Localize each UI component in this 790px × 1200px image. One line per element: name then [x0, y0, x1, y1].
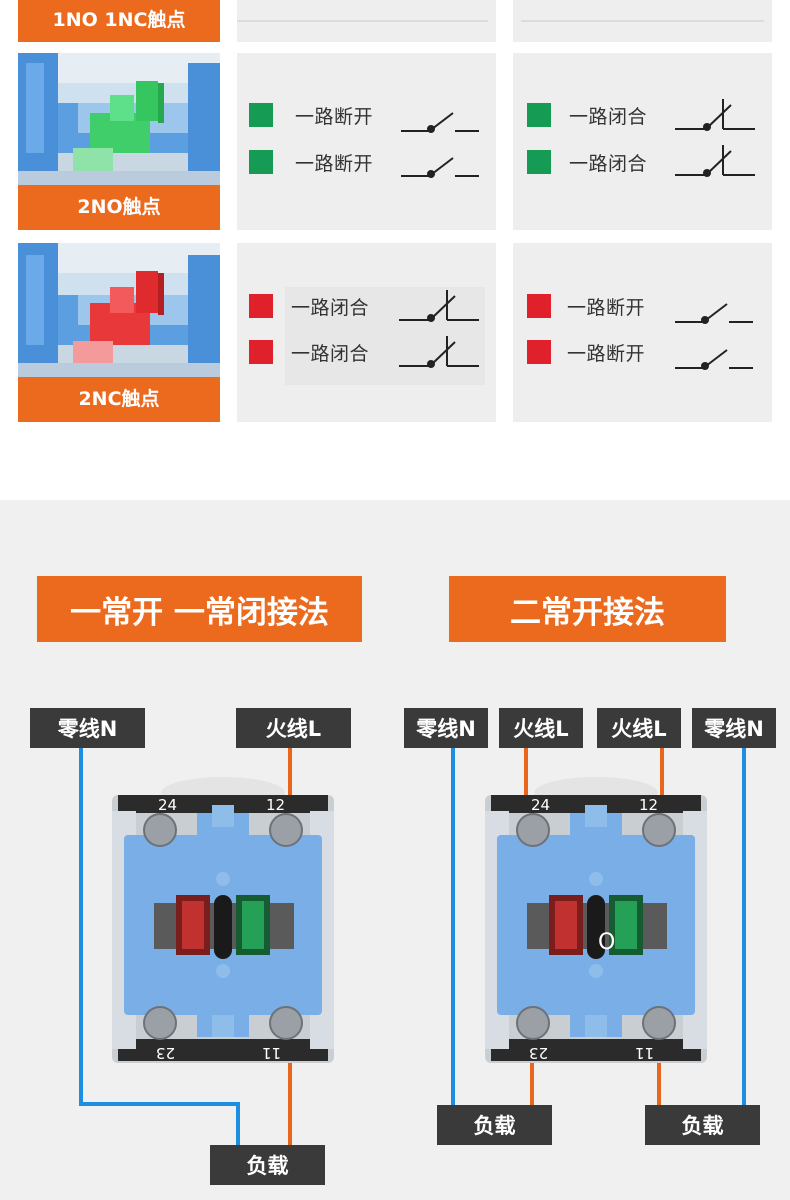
- contact-line: 一路断开: [249, 103, 374, 128]
- neutral-label-left: 零线N: [404, 708, 488, 748]
- no-contact-symbol: [401, 112, 479, 133]
- terminal-label: 24: [158, 796, 178, 814]
- nc-contact-symbol: [675, 145, 755, 177]
- row2-right-panel: 一路闭合 一路闭合: [513, 53, 772, 230]
- contact-state-text: 一路闭合: [569, 152, 648, 175]
- terminal-label: 11: [262, 1044, 282, 1062]
- switch-photo-2no: [18, 53, 220, 185]
- terminal-label: 12: [266, 796, 286, 814]
- switch-module-left: [112, 775, 334, 1065]
- contact-state-text: 一路断开: [567, 342, 646, 365]
- nc-contact-symbol: [399, 290, 479, 322]
- load-label: 负载: [210, 1145, 325, 1185]
- contact-line: 一路断开: [249, 150, 374, 175]
- contact-state-text: 一路闭合: [291, 342, 370, 365]
- neutral-label: 零线N: [30, 708, 145, 748]
- load-label-right: 负载: [645, 1105, 760, 1145]
- contact-color-square: [249, 150, 273, 174]
- live-label-right: 火线L: [597, 708, 681, 748]
- contact-line: 一路闭合: [527, 150, 648, 175]
- contact-color-square: [527, 103, 551, 127]
- contact-state-text: 一路闭合: [291, 296, 370, 319]
- contact-state-text: 一路断开: [295, 105, 374, 128]
- row3-left-panel: 一路闭合 一路闭合: [237, 243, 496, 422]
- live-label: 火线L: [236, 708, 351, 748]
- neutral-label-right: 零线N: [692, 708, 776, 748]
- contact-line: 一路闭合: [527, 103, 648, 128]
- switch-module-right: [485, 775, 707, 1065]
- contact-color-square: [527, 340, 551, 364]
- row3-inner-box: [285, 287, 485, 385]
- row1-left-panel: [237, 0, 496, 42]
- contact-line: 一路闭合: [249, 340, 370, 365]
- contact-line: 一路闭合: [249, 294, 370, 319]
- contact-color-square: [527, 294, 551, 318]
- contact-line: 一路断开: [527, 340, 646, 365]
- wiring-title-2no: 二常开接法: [449, 576, 726, 642]
- contact-type-label-1no1nc: 1NO 1NC触点: [18, 0, 220, 42]
- row1-right-panel: [513, 0, 772, 42]
- contact-color-square: [249, 294, 273, 318]
- no-contact-symbol: [675, 303, 753, 324]
- contact-state-text: 一路断开: [567, 296, 646, 319]
- terminal-label: 11: [635, 1044, 655, 1062]
- contact-state-text: 一路闭合: [569, 105, 648, 128]
- contact-state-text: 一路断开: [295, 152, 374, 175]
- terminal-label: 23: [156, 1044, 176, 1062]
- load-label-left: 负载: [437, 1105, 552, 1145]
- row3-right-panel: 一路断开 一路断开: [513, 243, 772, 422]
- nc-contact-symbol: [399, 336, 479, 368]
- contact-color-square: [249, 103, 273, 127]
- contact-type-label-2no: 2NO触点: [18, 185, 220, 230]
- terminal-label: 24: [531, 796, 551, 814]
- no-contact-symbol: [675, 349, 753, 370]
- no-contact-symbol: [401, 157, 479, 178]
- indicator-marking: O: [598, 930, 616, 955]
- terminal-label: 12: [639, 796, 659, 814]
- contact-color-square: [527, 150, 551, 174]
- wiring-title-no-nc: 一常开 一常闭接法: [37, 576, 362, 642]
- contact-line: 一路断开: [527, 294, 646, 319]
- contact-color-square: [249, 340, 273, 364]
- switch-photo-2nc: [18, 243, 220, 377]
- live-label-left: 火线L: [499, 708, 583, 748]
- contact-type-label-2nc: 2NC触点: [18, 377, 220, 422]
- row2-left-panel: 一路断开 一路断开: [237, 53, 496, 230]
- terminal-label: 23: [529, 1044, 549, 1062]
- nc-contact-symbol: [675, 99, 755, 131]
